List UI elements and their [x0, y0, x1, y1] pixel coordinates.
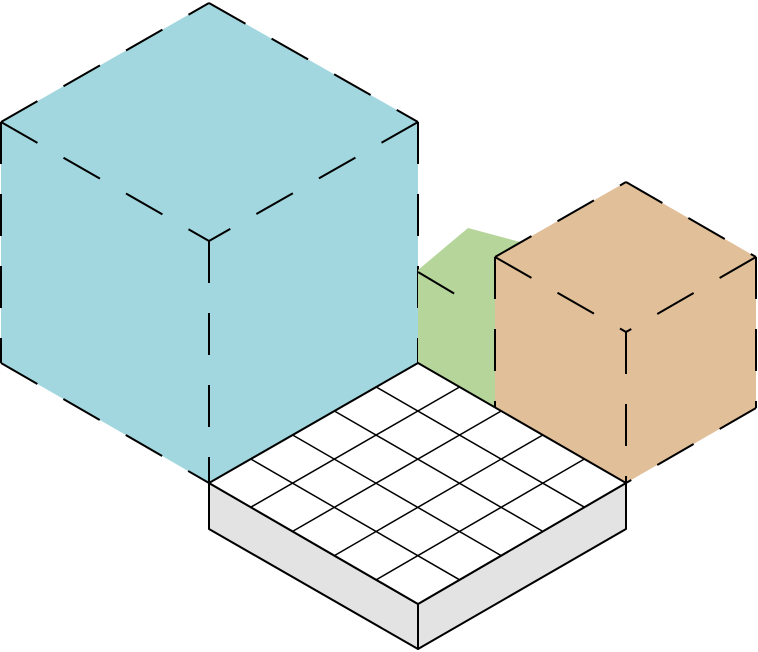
- large-cube-edge: [208, 121, 419, 242]
- medium-cube-edge: [625, 407, 757, 484]
- grid-line: [292, 410, 502, 533]
- medium-cube-edges: [494, 181, 757, 484]
- grid-line: [334, 410, 544, 533]
- large-cube-edge: [0, 2, 210, 123]
- medium-cube-edge: [494, 181, 627, 258]
- large-cube: [0, 2, 419, 484]
- base-slab: [208, 362, 627, 650]
- large-cube-edges: [0, 2, 419, 484]
- base-slab-top-face: [208, 362, 627, 605]
- large-cube-edge: [208, 2, 419, 123]
- medium-cube-edge: [494, 256, 627, 333]
- grid-line: [375, 386, 585, 508]
- base-grid: [250, 386, 585, 581]
- grid-line: [375, 458, 585, 581]
- grid-line: [250, 458, 460, 581]
- medium-cube-edge: [625, 256, 757, 333]
- small-cube-edges: [417, 271, 461, 298]
- medium-cube: [494, 181, 757, 484]
- medium-cube-edge: [625, 181, 757, 258]
- grid-line: [250, 386, 460, 508]
- grid-line: [334, 434, 544, 557]
- grid-line: [292, 434, 502, 557]
- large-cube-edge: [0, 121, 210, 242]
- small-cube-edge: [417, 271, 461, 298]
- large-cube-edge: [0, 362, 210, 484]
